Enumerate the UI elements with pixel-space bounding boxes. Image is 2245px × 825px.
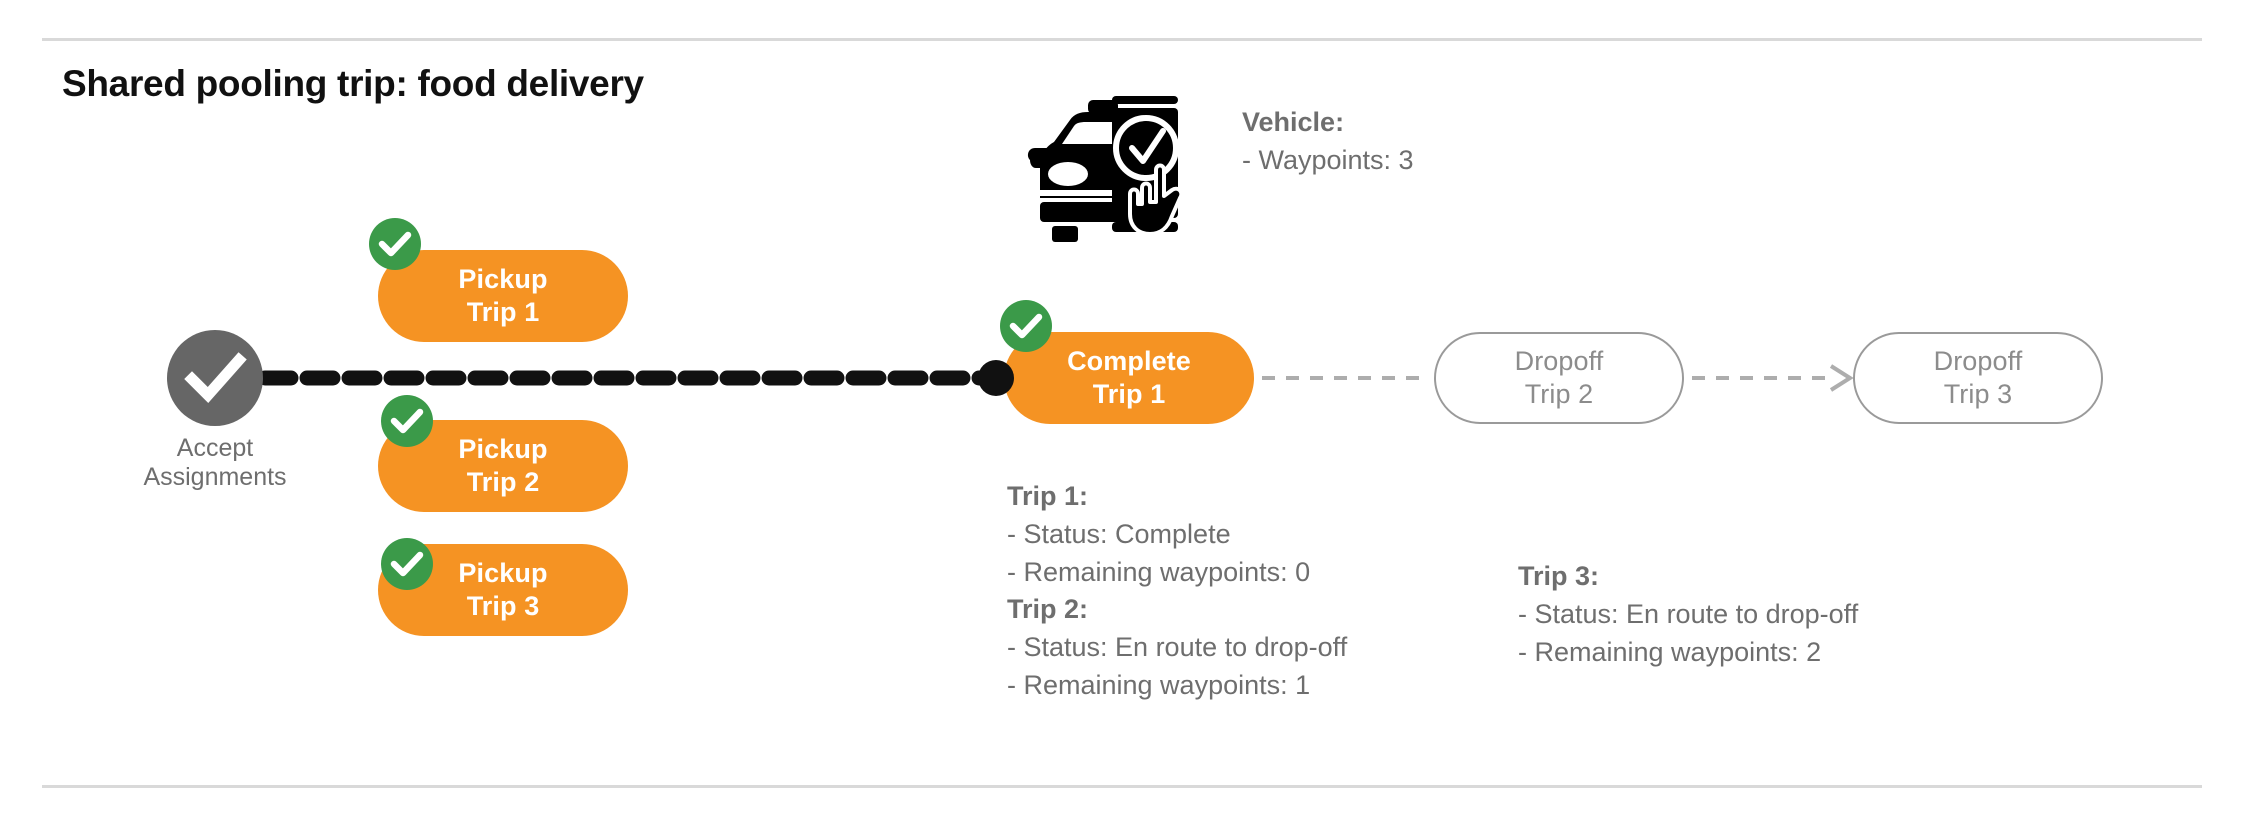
step-label-line2: Trip 3 — [1943, 379, 2013, 409]
step-label-line1: Pickup — [458, 558, 548, 589]
completed-check-icon — [381, 395, 433, 447]
step-dropoff-trip-2[interactable]: Dropoff Trip 2 — [1434, 332, 1684, 424]
step-label-line2: Trip 2 — [1524, 379, 1594, 409]
completed-check-icon — [1000, 300, 1052, 352]
accept-label-line1: Accept — [176, 434, 254, 462]
page-title: Shared pooling trip: food delivery — [62, 63, 644, 104]
trip-1-2-info-block: Trip 1: - Status: Complete - Remaining w… — [1007, 478, 1347, 705]
vehicle-info-block: Vehicle: - Waypoints: 3 — [1242, 104, 1414, 180]
trip-2-heading: Trip 2: — [1007, 594, 1089, 625]
trip-1-status: - Status: Complete — [1007, 518, 1231, 549]
step-label-line1: Pickup — [458, 434, 548, 465]
completed-check-icon — [369, 218, 421, 270]
arrowhead-icon — [1829, 364, 1854, 392]
accept-label-line2: Assignments — [143, 463, 287, 491]
check-circle-icon — [167, 330, 263, 426]
step-label-line1: Pickup — [458, 264, 548, 295]
trip-2-waypoints: - Remaining waypoints: 1 — [1007, 669, 1311, 700]
vehicle-info-heading: Vehicle: — [1242, 107, 1345, 137]
trip-3-info-block: Trip 3: - Status: En route to drop-off -… — [1518, 558, 1858, 671]
trip-3-waypoints: - Remaining waypoints: 2 — [1518, 636, 1822, 667]
trip-2-status: - Status: En route to drop-off — [1007, 632, 1348, 663]
junction-dot — [978, 360, 1014, 396]
step-label-line1: Dropoff — [1514, 346, 1604, 377]
step-dropoff-trip-3[interactable]: Dropoff Trip 3 — [1853, 332, 2103, 424]
step-label-line1: Dropoff — [1933, 346, 2023, 377]
trip-1-heading: Trip 1: — [1007, 481, 1089, 511]
step-label-line2: Trip 1 — [1092, 379, 1166, 409]
step-label-line2: Trip 3 — [466, 591, 540, 621]
vehicle-info-waypoints: - Waypoints: 3 — [1242, 144, 1414, 175]
car-phone-check-tap-icon — [1026, 86, 1196, 242]
step-label-line2: Trip 2 — [466, 467, 540, 497]
step-label-line2: Trip 1 — [466, 297, 540, 327]
step-pickup-trip-3[interactable]: Pickup Trip 3 — [378, 544, 628, 636]
divider-bottom — [42, 785, 2202, 788]
completed-check-icon — [381, 538, 433, 590]
divider-top — [42, 38, 2202, 41]
accept-assignments-label: Accept Assignments — [107, 434, 323, 492]
step-label-line1: Complete — [1067, 346, 1191, 377]
trip-3-heading: Trip 3: — [1518, 561, 1600, 591]
step-pickup-trip-1[interactable]: Pickup Trip 1 — [378, 250, 628, 342]
trip-1-waypoints: - Remaining waypoints: 0 — [1007, 556, 1311, 587]
step-complete-trip-1[interactable]: Complete Trip 1 — [1004, 332, 1254, 424]
trip-3-status: - Status: En route to drop-off — [1518, 598, 1859, 629]
accept-assignments-node[interactable]: Accept Assignments — [143, 330, 287, 491]
